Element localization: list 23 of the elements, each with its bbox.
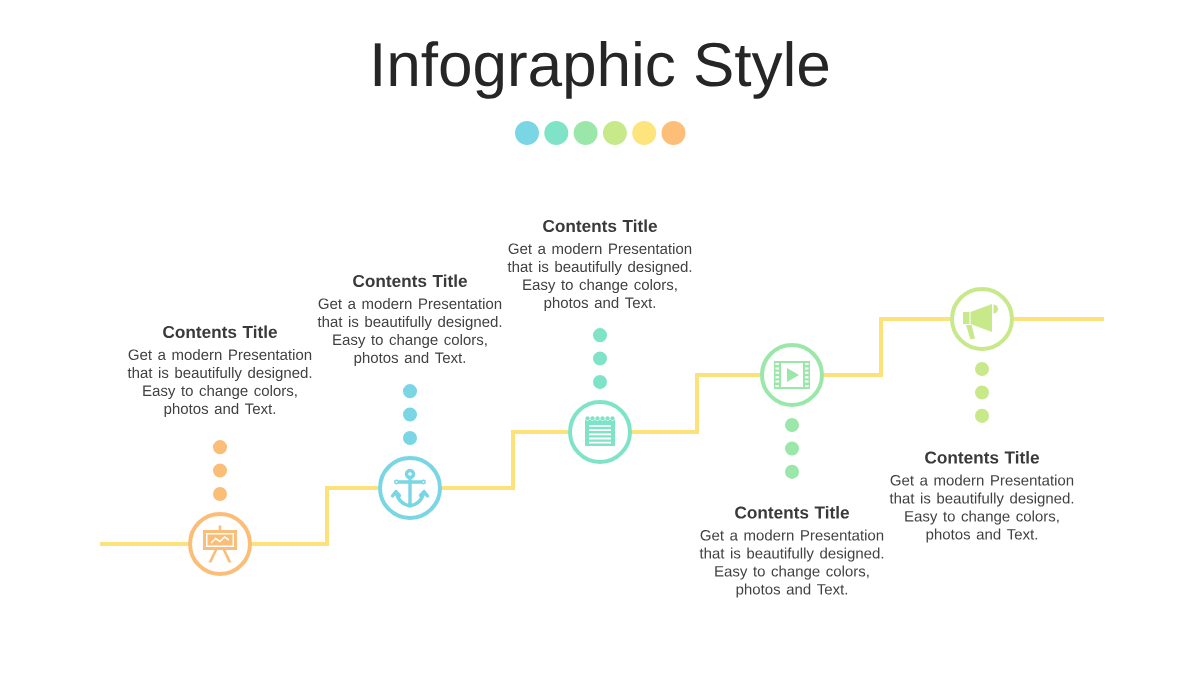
heading: Contents Title [543, 219, 657, 233]
description-text: Get a modern Presentation that is beautifully designed. Easy to change colors, photos and Text. [317, 298, 502, 366]
description-text: Get a modern Presentation that is beautifully designed. Easy to change colors, photos and Text. [699, 529, 884, 598]
description-text: Get a modern Presentation that is beautifully designed. Easy to change colors, photos and Text. [127, 349, 312, 417]
step-line [100, 542, 188, 546]
step-line [442, 430, 568, 490]
dotted-line [213, 440, 227, 501]
dotted-line [593, 328, 607, 389]
step-circle [378, 456, 442, 520]
step-line [632, 373, 760, 434]
step-line [824, 317, 950, 377]
heading: Contents Title [353, 274, 467, 288]
heading: Contents Title [163, 325, 277, 339]
dotted-line [975, 362, 989, 423]
heading: Contents Title [735, 506, 849, 519]
dotted-line [403, 384, 417, 445]
description-text: Get a modern Presentation that is beautifully designed. Easy to change colors, photos and Text. [889, 474, 1074, 543]
description-text: Get a modern Presentation that is beautifully designed. Easy to change colors, photos and Text. [507, 243, 692, 311]
title: Infographic Style [374, 41, 829, 99]
dotted-line [785, 418, 799, 479]
heading: Contents Title [925, 451, 1039, 464]
step-line [1014, 317, 1104, 321]
step-line [252, 486, 378, 546]
